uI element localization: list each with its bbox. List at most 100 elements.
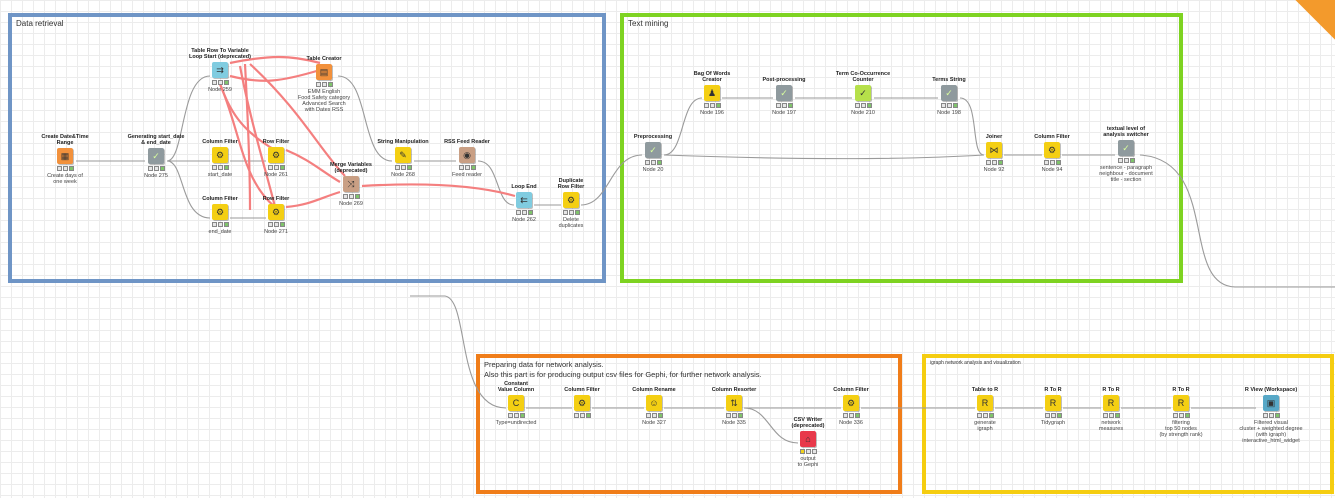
node-annotation: Create days of one week <box>47 173 83 185</box>
metanode-icon: ✓ <box>941 85 957 101</box>
node-table-row-loop[interactable]: Table Row To Variable Loop Start (deprec… <box>185 45 255 93</box>
node-rss-feed-reader[interactable]: RSS Feed Reader ◉ Feed reader <box>432 130 502 178</box>
node-duplicate-row-filter[interactable]: Duplicate Row Filter ⚙ Delete duplicates <box>536 175 606 229</box>
node-column-filter-net2[interactable]: Column Filter ⚙ Node 336 <box>816 378 886 426</box>
node-label: Merge Variables (deprecated) <box>330 162 372 174</box>
node-column-rename[interactable]: Column Rename ☺ Node 327 <box>619 378 689 426</box>
node-label: Terms String <box>932 77 966 83</box>
node-status-lights <box>985 160 1003 165</box>
node-annotation: network measures <box>1098 420 1124 432</box>
node-label: RSS Feed Reader <box>444 139 490 145</box>
node-column-filter-tm[interactable]: Column Filter ⚙ Node 94 <box>1017 125 1087 173</box>
bag-icon: ♟ <box>704 85 720 101</box>
node-status-lights <box>147 166 165 171</box>
node-annotation: Node 335 <box>722 420 746 426</box>
filter-icon: ⚙ <box>563 192 579 208</box>
connection <box>337 75 393 162</box>
node-label: Generating start_date & end_date <box>127 134 185 146</box>
node-annotation: end_date <box>208 229 232 235</box>
node-annotation: Node 271 <box>264 229 288 235</box>
node-label: Duplicate Row Filter <box>557 178 585 190</box>
node-r-to-r-1[interactable]: R To R R Tidygraph <box>1018 378 1088 426</box>
connection <box>1139 154 1335 288</box>
annotation-network-prep[interactable]: Preparing data for network analysis. Als… <box>476 354 902 494</box>
node-joiner[interactable]: Joiner ⋈ Node 92 <box>959 125 1029 173</box>
node-post-processing[interactable]: Post-processing ✓ Node 197 <box>749 68 819 116</box>
node-r-to-r-3[interactable]: R To R R filtering top 50 nodes (by stre… <box>1146 378 1216 438</box>
node-annotation: output to Gephi <box>797 456 819 468</box>
node-create-datetime[interactable]: Create Date&Time Range ▦ Create days of … <box>30 131 100 185</box>
node-constant-value[interactable]: Constant Value Column C Type=undirected <box>481 378 551 426</box>
node-annotation: Node 92 <box>983 167 1005 173</box>
string-icon: ✎ <box>395 147 411 163</box>
node-r-to-r-2[interactable]: R To R R network measures <box>1076 378 1146 432</box>
connection <box>959 97 985 156</box>
node-status-lights <box>211 222 229 227</box>
node-terms-string[interactable]: Terms String ✓ Node 198 <box>914 68 984 116</box>
annotation-title: Data retrieval <box>16 19 64 28</box>
node-status-lights <box>976 413 994 418</box>
node-textual-level[interactable]: textual level of analysis switcher ✓ sen… <box>1091 123 1161 183</box>
connection <box>580 154 643 206</box>
node-status-lights <box>703 103 721 108</box>
node-status-lights <box>394 165 412 170</box>
node-label: Column Filter <box>564 387 600 393</box>
node-column-filter-start[interactable]: Column Filter ⚙ start_date <box>185 130 255 178</box>
node-table-to-r[interactable]: Table to R R generate igraph <box>950 378 1020 432</box>
selected-connection <box>229 55 321 65</box>
filter-icon: ⚙ <box>1044 142 1060 158</box>
joiner-icon: ⋈ <box>986 142 1002 158</box>
node-table-creator[interactable]: Table Creator ▤ EMM English Food Safety … <box>289 47 359 113</box>
node-annotation: generate igraph <box>974 420 996 432</box>
node-annotation: sentence - paragraph neighbour - documen… <box>1099 165 1153 183</box>
selected-connection <box>285 148 341 183</box>
node-bag-of-words[interactable]: Bag Of Words Creator ♟ Node 196 <box>677 68 747 116</box>
node-label: Joiner <box>985 134 1003 140</box>
node-generating-start[interactable]: Generating start_date & end_date ✓ Node … <box>121 131 191 179</box>
r-view-icon: ▣ <box>1263 395 1279 411</box>
node-column-resorter[interactable]: Column Resorter ⇅ Node 335 <box>699 378 769 426</box>
r-icon: R <box>1103 395 1119 411</box>
node-preprocessing[interactable]: Preprocessing ✓ Node 20 <box>618 125 688 173</box>
rss-icon: ◉ <box>459 147 475 163</box>
node-status-lights <box>573 413 591 418</box>
node-annotation: Node 327 <box>642 420 666 426</box>
rename-icon: ☺ <box>646 395 662 411</box>
node-csv-writer[interactable]: CSV Writer (deprecated) ⌂ output to Geph… <box>773 414 843 468</box>
node-status-lights <box>940 103 958 108</box>
node-row-filter-1[interactable]: Row Filter ⚙ Node 261 <box>241 130 311 178</box>
node-status-lights <box>854 103 872 108</box>
node-column-filter-net1[interactable]: Column Filter ⚙ <box>547 378 617 420</box>
connection <box>663 97 703 156</box>
node-string-manipulation[interactable]: String Manipulation ✎ Node 268 <box>368 130 438 178</box>
node-annotation: EMM English Food Safety category Advance… <box>297 89 351 113</box>
node-column-filter-end[interactable]: Column Filter ⚙ end_date <box>185 187 255 235</box>
node-status-lights <box>1117 158 1135 163</box>
node-label: Row Filter <box>262 196 290 202</box>
annotation-igraph[interactable]: igraph network analysis and visualizatio… <box>922 354 1334 494</box>
node-loop-end[interactable]: Loop End ⇇ Node 262 <box>489 175 559 223</box>
node-status-lights <box>211 165 229 170</box>
node-status-lights <box>315 82 333 87</box>
node-merge-variables[interactable]: Merge Variables (deprecated) ⤨ Node 269 <box>316 159 386 207</box>
selected-connection <box>243 63 252 211</box>
annotation-text-mining[interactable]: Text mining <box>620 13 1183 283</box>
node-row-filter-2[interactable]: Row Filter ⚙ Node 271 <box>241 187 311 235</box>
resort-icon: ⇅ <box>726 395 742 411</box>
selected-connection <box>361 183 516 198</box>
filter-icon: ⚙ <box>268 147 284 163</box>
node-annotation: Node 269 <box>339 201 363 207</box>
metanode-icon: ✓ <box>148 148 164 164</box>
metanode-icon: ✓ <box>645 142 661 158</box>
selected-connection <box>218 83 276 208</box>
annotation-data-retrieval[interactable]: Data retrieval <box>8 13 606 283</box>
node-label: Bag Of Words Creator <box>693 71 731 83</box>
node-label: Constant Value Column <box>497 381 535 393</box>
selected-connection <box>285 190 341 209</box>
node-label: R View (Workspace) <box>1244 387 1298 393</box>
node-term-cooccurrence[interactable]: Term Co-Occurrence Counter ✓ Node 210 <box>828 68 898 116</box>
node-r-view[interactable]: R View (Workspace) ▣ Filtered visual clu… <box>1231 378 1311 444</box>
loop-end-icon: ⇇ <box>516 192 532 208</box>
merge-icon: ⤨ <box>343 176 359 192</box>
